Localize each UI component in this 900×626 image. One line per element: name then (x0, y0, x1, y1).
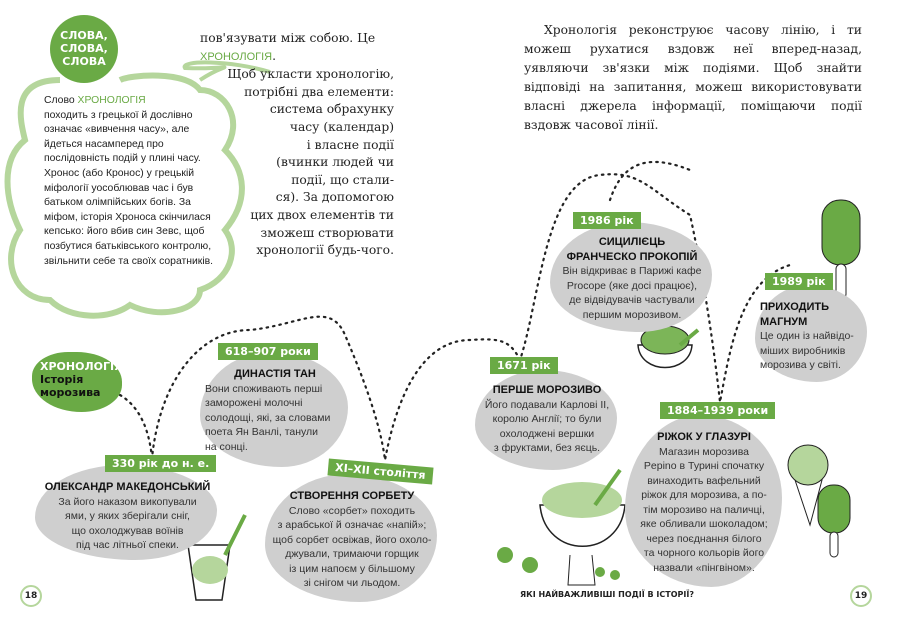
term-highlight: ХРОНОЛОГІЯ (77, 95, 146, 106)
footer-question: ЯКІ НАЙВАЖЛИВІШІ ПОДІЇ В ІСТОРІЇ? (520, 590, 694, 599)
event-date: 1986 рік (573, 212, 641, 229)
popsicle-small-icon (817, 484, 851, 558)
popsicle-icon (821, 199, 861, 300)
event-date: 1884–1939 роки (660, 402, 776, 419)
words-badge: СЛОВА, СЛОВА, СЛОВА (50, 15, 118, 83)
event-date: 1989 рік (765, 273, 833, 290)
ice-cream-glass-icon (187, 514, 247, 601)
middle-column: пов'язувати між собою. Це ХРОНОЛОГІЯ. Що… (200, 31, 394, 258)
event-date: 1671 рік (490, 357, 558, 374)
timeline-dotted-path (118, 173, 792, 461)
page-number-right: 19 (850, 585, 872, 607)
sundae-bowl-icon (497, 468, 626, 586)
event-date: 330 рік до н. е. (105, 455, 217, 472)
event-date: 618–907 роки (218, 343, 318, 360)
ice-cream-cone-icon (787, 444, 829, 527)
chronology-heading: ХРОНОЛОГІЯ Історія морозива (32, 352, 123, 412)
cloud-outline (4, 72, 245, 319)
page-number-left: 18 (20, 585, 42, 607)
sundae-cup-icon (637, 325, 700, 369)
right-intro-paragraph: Хронологія реконструює часову лінію, і т… (524, 23, 862, 132)
